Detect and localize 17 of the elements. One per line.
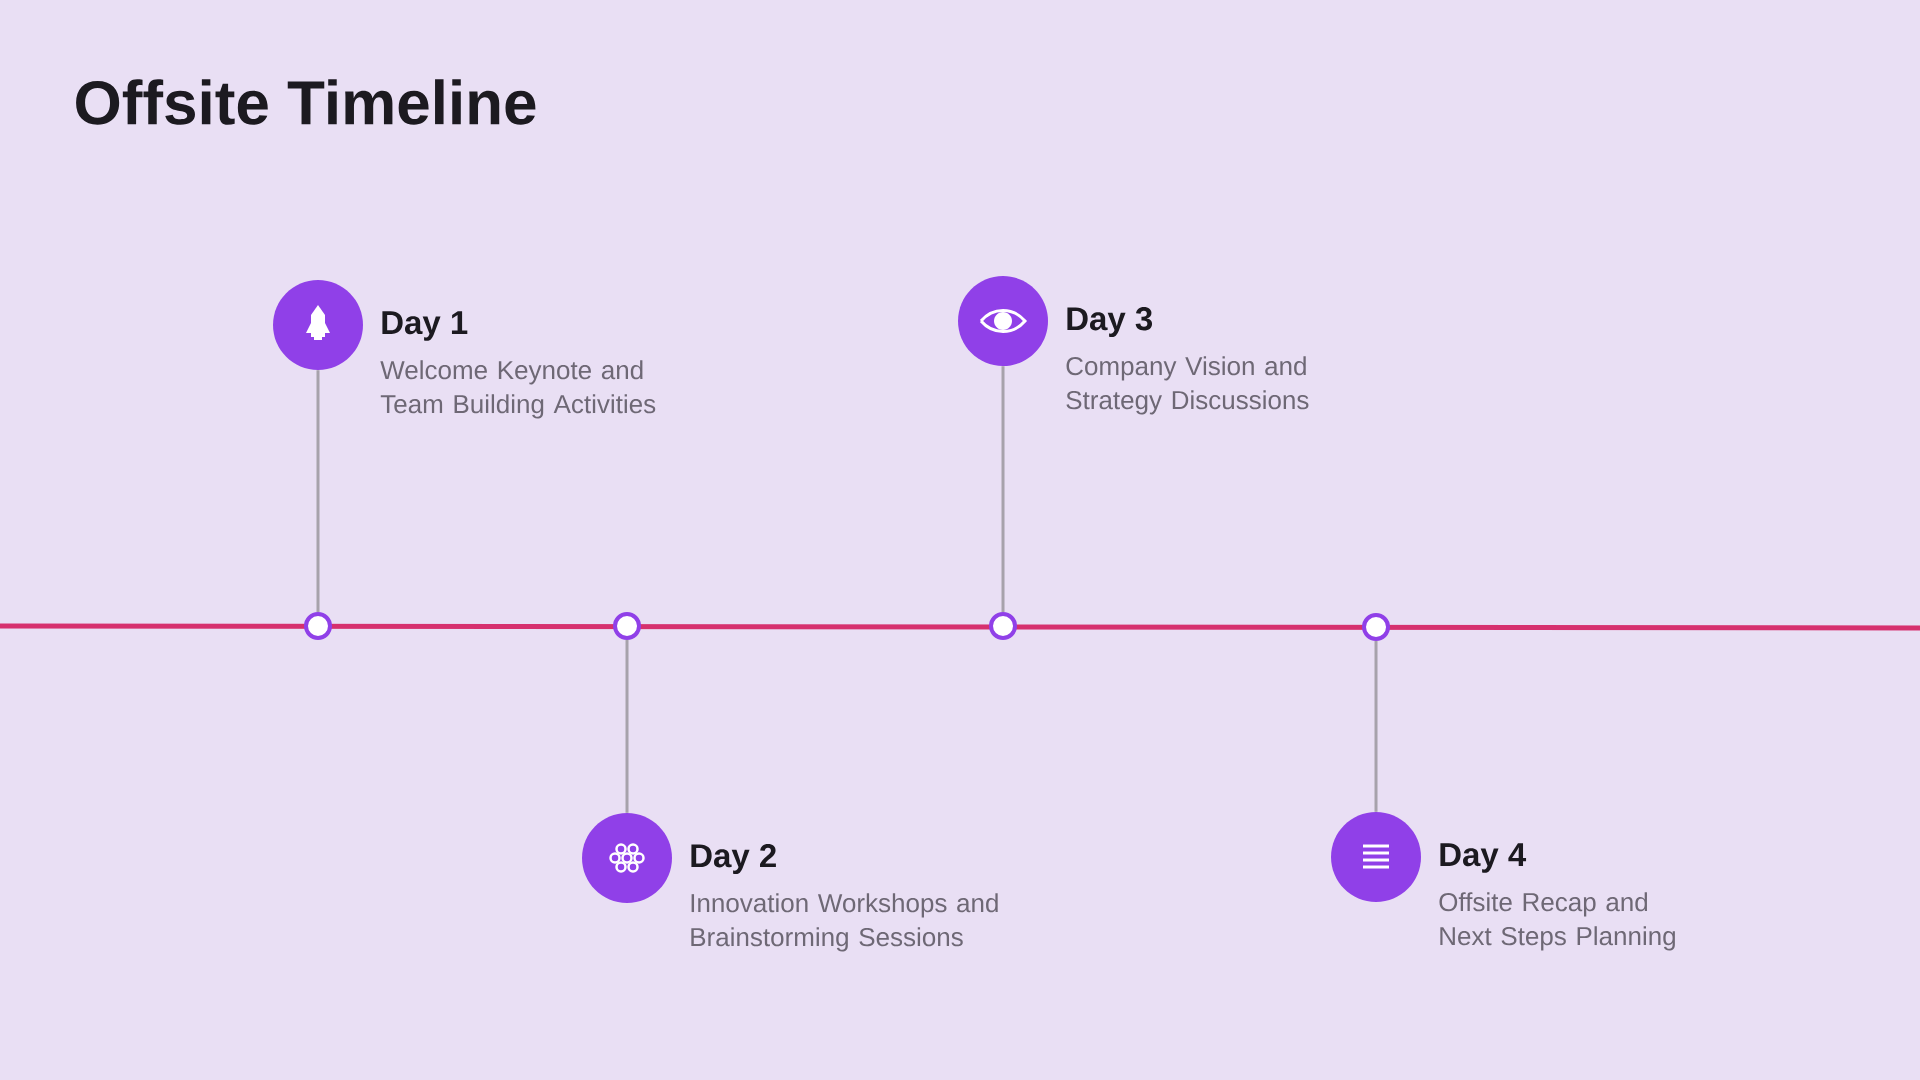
timeline-dot — [613, 612, 641, 640]
connector-line — [316, 370, 320, 612]
timeline-dot — [989, 612, 1017, 640]
day-heading: Day 2 — [691, 844, 776, 874]
day-heading: Day 4 — [1440, 843, 1527, 873]
title: Offsite Timeline — [76, 79, 536, 125]
description: Offsite Recap and Next Steps Planning — [1439, 892, 1675, 951]
connector-line — [625, 640, 629, 813]
timeline-dot — [1362, 613, 1390, 641]
connector-line — [1374, 641, 1378, 812]
description: Welcome Keynote and Team Building Activities — [380, 360, 656, 419]
description: Company Vision and Strategy Discussions — [1066, 356, 1309, 415]
connector-line — [1001, 366, 1005, 612]
day-heading: Day 1 — [382, 311, 468, 341]
description: Innovation Workshops and Brainstorming Sessions — [691, 893, 998, 952]
timeline-dot — [304, 612, 332, 640]
day-heading: Day 3 — [1067, 307, 1153, 337]
